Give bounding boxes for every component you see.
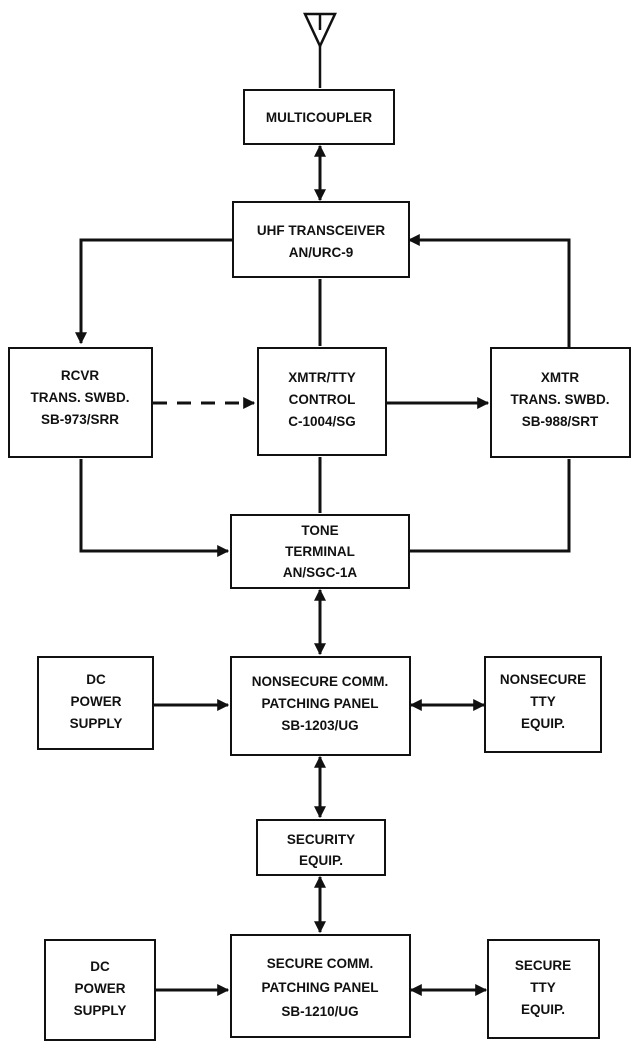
xmtr-to-uhf-link: [407, 234, 571, 347]
uhf-transceiver-block: UHF TRANSCEIVER AN/URC-9: [232, 201, 410, 278]
multicoupler-block: MULTICOUPLER: [243, 89, 395, 145]
secure-tty-equip-block: SECURE TTY EQUIP.: [487, 939, 600, 1039]
dc-power-supply-2-label-line-3: SUPPLY: [74, 1003, 127, 1018]
dc-power-supply-1-label-line-1: DC: [86, 672, 106, 687]
xmtr-trans-swbd-block: XMTR TRANS. SWBD. SB-988/SRT: [490, 347, 631, 458]
secure-tty-equip-label-line-3: EQUIP.: [521, 1002, 565, 1017]
multicoupler-label: MULTICOUPLER: [266, 110, 372, 125]
secure-patching-panel-block: SECURE COMM. PATCHING PANEL SB-1210/UG: [230, 934, 411, 1038]
security-equip-block: SECURITY EQUIP.: [256, 819, 386, 876]
nonsecure-patching-panel-label-line-2: PATCHING PANEL: [262, 696, 379, 711]
xmtr-tty-control-label-line-1: XMTR/TTY: [288, 370, 356, 385]
nonsecure-tty-equip-label-line-3: EQUIP.: [521, 716, 565, 731]
nonsecure-patching-panel-label-line-3: SB-1203/UG: [281, 718, 358, 733]
dc-power-supply-2-label-line-1: DC: [90, 959, 110, 974]
dc-power-supply-1-label-line-3: SUPPLY: [70, 716, 123, 731]
secure-tty-equip-label-line-1: SECURE: [515, 958, 571, 973]
nonsecure-tty-equip-label-line-1: NONSECURE: [500, 672, 586, 687]
nonsecure-tty-equip-label-line-2: TTY: [530, 694, 556, 709]
secure-patching-panel-label-line-1: SECURE COMM.: [267, 956, 374, 971]
tone-terminal-block: TONE TERMINAL AN/SGC-1A: [230, 514, 410, 589]
uhf-transceiver-label-line-2: AN/URC-9: [289, 245, 354, 260]
rcvr-to-tone-link: [79, 459, 230, 557]
nonsecure-patching-panel-label-line-1: NONSECURE COMM.: [252, 674, 389, 689]
uhf-to-rcvr-link: [75, 238, 233, 345]
dc-power-supply-1-block: DC POWER SUPPLY: [37, 656, 154, 750]
connectors: [75, 144, 571, 996]
xmtr-trans-swbd-label-line-2: TRANS. SWBD.: [511, 392, 610, 407]
nonsecure-patching-panel-block: NONSECURE COMM. PATCHING PANEL SB-1203/U…: [230, 656, 411, 756]
xmtr-trans-swbd-label-line-3: SB-988/SRT: [522, 414, 599, 429]
rcvr-trans-swbd-block: RCVR TRANS. SWBD. SB-973/SRR: [8, 347, 153, 458]
antenna-icon: [303, 12, 337, 88]
secure-patching-panel-label-line-3: SB-1210/UG: [281, 1004, 358, 1019]
rcvr-trans-swbd-label-line-2: TRANS. SWBD.: [31, 390, 130, 405]
xmtr-tty-control-label-line-3: C-1004/SG: [288, 414, 356, 429]
dc-power-supply-2-label-line-2: POWER: [74, 981, 125, 996]
secure-patching-panel-label-line-2: PATCHING PANEL: [262, 980, 379, 995]
tone-terminal-label-line-1: TONE: [301, 523, 338, 538]
dc-power-supply-2-block: DC POWER SUPPLY: [44, 939, 156, 1041]
rcvr-trans-swbd-label-line-3: SB-973/SRR: [41, 412, 119, 427]
tone-to-xmtr-link: [410, 459, 571, 553]
security-equip-label-line-2: EQUIP.: [299, 853, 343, 868]
secure-tty-equip-label-line-2: TTY: [530, 980, 556, 995]
xmtr-tty-control-block: XMTR/TTY CONTROL C-1004/SG: [257, 347, 387, 456]
tone-terminal-label-line-2: TERMINAL: [285, 544, 355, 559]
uhf-transceiver-label-line-1: UHF TRANSCEIVER: [257, 223, 386, 238]
tone-terminal-label-line-3: AN/SGC-1A: [283, 565, 358, 580]
nonsecure-tty-equip-block: NONSECURE TTY EQUIP.: [484, 656, 602, 753]
security-equip-label-line-1: SECURITY: [287, 832, 355, 847]
xmtr-trans-swbd-label-line-1: XMTR: [541, 370, 579, 385]
xmtr-tty-control-label-line-2: CONTROL: [289, 392, 356, 407]
rcvr-trans-swbd-label-line-1: RCVR: [61, 368, 100, 383]
dc-power-supply-1-label-line-2: POWER: [70, 694, 121, 709]
